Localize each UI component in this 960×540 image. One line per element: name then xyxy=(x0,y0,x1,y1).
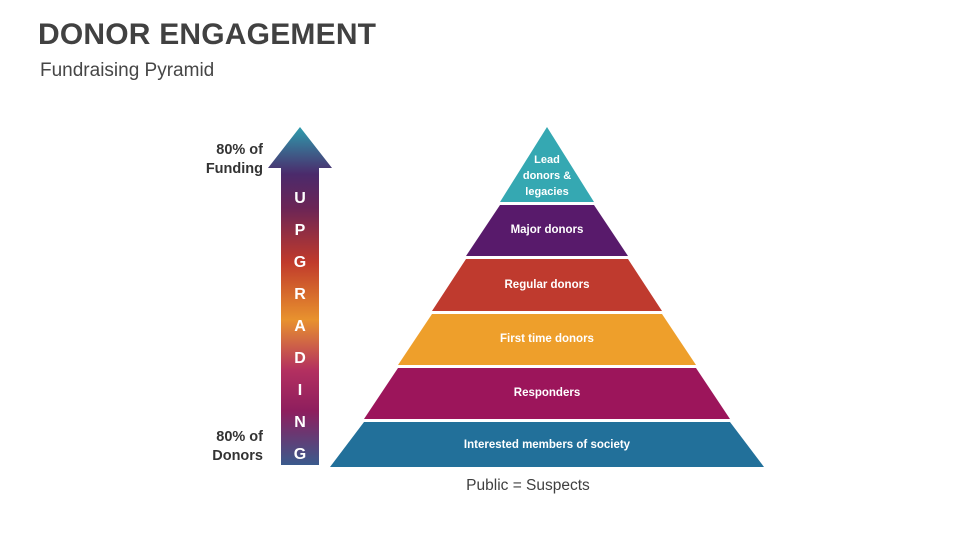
pyramid-label-lead-3: legacies xyxy=(525,186,568,198)
pyramid-label-regular-donors: Regular donors xyxy=(505,279,590,291)
pyramid-caption-text: Public = Suspects xyxy=(466,477,590,494)
arrow-letter-4: A xyxy=(294,318,306,335)
pyramid-band-responders[interactable] xyxy=(364,368,730,419)
label-donors-line1: 80% of xyxy=(216,429,263,445)
pyramid-label-first-time-donors: First time donors xyxy=(500,333,594,345)
pyramid-band-regular-donors[interactable] xyxy=(432,259,662,311)
page-title: DONOR ENGAGEMENT xyxy=(38,18,377,51)
pyramid-caption: Public = Suspects xyxy=(0,477,960,495)
label-funding-line1: 80% of xyxy=(216,142,263,158)
page-subtitle: Fundraising Pyramid xyxy=(40,60,215,81)
label-80-percent-donors: 80% of Donors xyxy=(143,428,263,465)
label-80-percent-funding: 80% of Funding xyxy=(143,141,263,178)
pyramid: Lead donors & legacies Major donors Regu… xyxy=(330,127,764,467)
arrow-letter-2: G xyxy=(294,254,306,271)
pyramid-band-major-donors[interactable] xyxy=(466,205,628,256)
arrow-letter-7: N xyxy=(294,414,306,431)
arrow-letter-3: R xyxy=(294,286,306,303)
arrow-letter-0: U xyxy=(294,190,306,207)
label-funding-line2: Funding xyxy=(205,160,263,177)
label-donors-line2: Donors xyxy=(212,447,263,464)
arrow-letter-5: D xyxy=(294,350,306,367)
pyramid-label-responders: Responders xyxy=(514,387,580,399)
upgrading-arrow: U P G R A D I N G xyxy=(268,127,332,465)
upgrading-arrow-letters: U P G R A D I N G xyxy=(294,190,306,463)
arrow-letter-1: P xyxy=(295,222,306,239)
arrow-letter-6: I xyxy=(298,382,302,399)
pyramid-band-first-time-donors[interactable] xyxy=(398,314,696,365)
pyramid-label-lead-1: Lead xyxy=(534,154,560,166)
pyramid-band-interested-members[interactable] xyxy=(330,422,764,467)
pyramid-band-labels: Lead donors & legacies Major donors Regu… xyxy=(464,154,631,451)
arrow-letter-8: G xyxy=(294,446,306,463)
upgrading-arrow-shape xyxy=(268,127,332,465)
pyramid-band-lead-donors-legacies[interactable] xyxy=(500,127,594,202)
pyramid-label-major-donors: Major donors xyxy=(511,224,584,236)
pyramid-label-interested-members: Interested members of society xyxy=(464,439,631,451)
pyramid-label-lead-2: donors & xyxy=(523,170,571,182)
